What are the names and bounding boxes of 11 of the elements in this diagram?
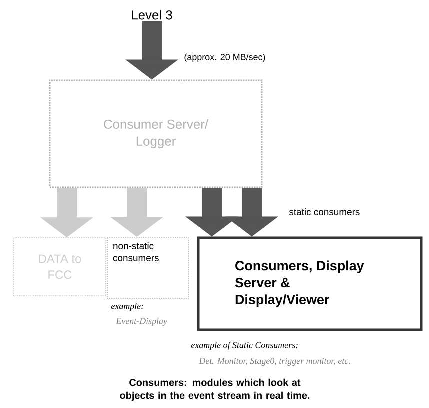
caption: Consumers: modules which look at objects in the event stream in real time.: [120, 378, 310, 402]
display-box: Consumers, Display Server & Display/Viewer: [197, 236, 423, 332]
group-label: static consumers: [289, 208, 360, 216]
example-note: Det. Monitor, Stage0, trigger monitor, etc.: [199, 358, 350, 366]
server-box: Consumer Server/ Logger: [49, 80, 263, 188]
input-label: Level 3: [132, 10, 172, 20]
example-note: example of Static Consumers:: [191, 342, 298, 350]
example-note: example:: [111, 302, 144, 312]
example-note: Event-Display: [116, 318, 168, 326]
edge-label: (approx. 20 MB/sec): [184, 54, 266, 62]
consumer-box: non-static consumers: [107, 237, 189, 299]
